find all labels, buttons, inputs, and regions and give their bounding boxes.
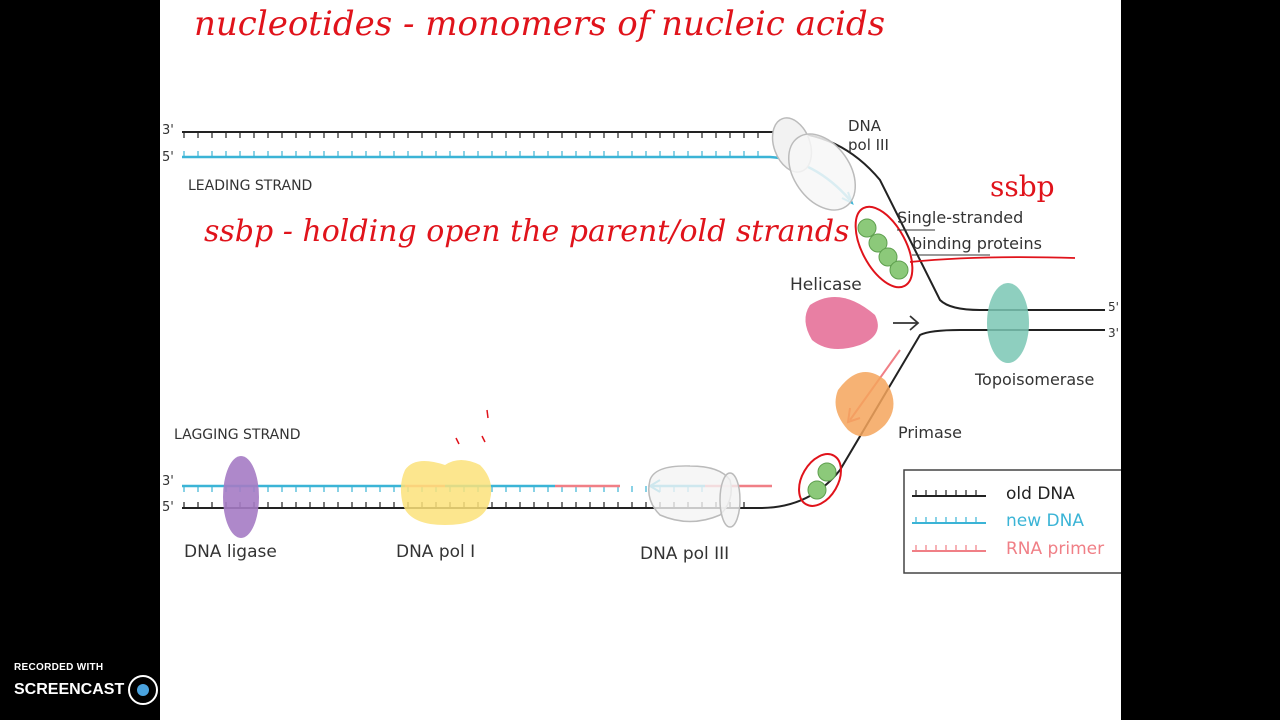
right-5-prime: 5' [1108,300,1119,314]
bottom-left-3-prime: 3' [162,474,174,489]
topoisomerase-shape [987,283,1029,363]
legend-swatch-old-dna [912,490,986,497]
ssbp-tag-annotation: ssbp [990,170,1055,203]
bottom-left-5-prime: 5' [162,500,174,515]
dna-ligase-shape [223,456,259,538]
topoisomerase-label: Topoisomerase [975,370,1095,389]
legend-box [903,469,1121,574]
right-3-prime: 3' [1108,326,1119,340]
ssbp-underline [897,229,1076,263]
dna-replication-diagram [182,117,1121,574]
legend-label-rna-primer: RNA primer [1006,539,1105,559]
helicase-arrow [893,315,920,331]
screencast-logo-icon [128,675,159,705]
primase-label: Primase [898,423,962,442]
dna-pol-i-shape [400,460,492,525]
dna-ligase-label: DNA ligase [184,542,277,562]
binding-proteins-label: binding proteins [912,234,1042,253]
top-left-5-prime: 5' [162,150,174,165]
dna-pol-i-label: DNA pol I [396,542,476,562]
ssbp-circle-top [854,205,914,289]
ssbp-circle-bottom [798,453,842,507]
primase-shape [835,372,894,437]
dna-pol-iii-bottom-label: DNA pol III [640,544,730,564]
ssbp-note-annotation: ssbp - holding open the parent/old stran… [204,214,850,249]
dna-pol-iii-top-label: DNA pol III [848,117,889,154]
helicase-shape [805,297,878,349]
watermark-matic: MATIC [162,681,212,698]
top-left-3-prime: 3' [162,123,174,138]
dna-pol-iii-bottom-shape [648,465,741,528]
legend-swatch-rna-primer [912,545,986,552]
ssbp-bottom-shapes [807,462,837,500]
legend-label-new-dna: new DNA [1006,511,1084,531]
pen-marks [455,409,489,445]
legend-label-old-dna: old DNA [1006,484,1075,504]
leading-strand-new [182,151,854,206]
single-stranded-label: Single-stranded [897,208,1024,227]
watermark-line1: RECORDED WITH [14,662,104,673]
ssbp-top-shapes [857,218,909,280]
watermark-screencast: SCREENCAST [14,681,125,698]
slide-canvas: nucleotides - monomers of nucleic acids … [160,0,1121,720]
screencast-watermark: RECORDED WITH SCREENCAST MATIC [14,662,212,705]
lagging-strand-label: LAGGING STRAND [174,427,301,443]
dna-pol-iii-top-shape [771,117,857,211]
leading-strand-label: LEADING STRAND [188,178,313,194]
helicase-label: Helicase [790,275,862,295]
legend-swatch-new-dna [912,517,986,524]
slide-title-annotation: nucleotides - monomers of nucleic acids [194,4,886,44]
